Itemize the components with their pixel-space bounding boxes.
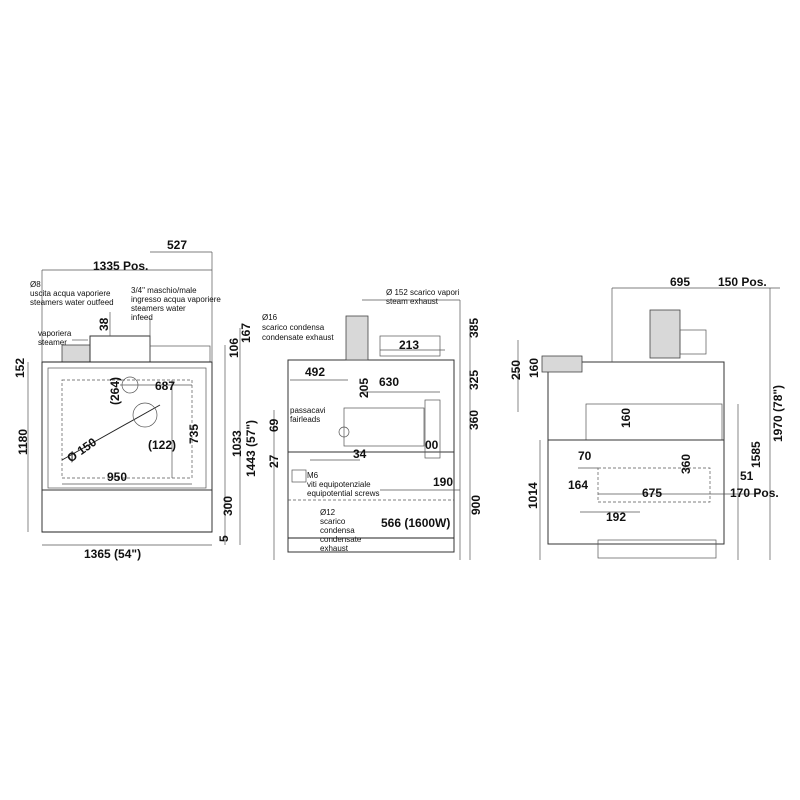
front-steamer-box [61, 344, 91, 363]
front-note-outfeed-2: uscita acqua vaporiere [30, 289, 111, 298]
side-view: 213 385 492 630 205 325 69 360 27 00 34 … [262, 288, 483, 560]
side-dim-34: 34 [353, 447, 367, 461]
front-diameter-line [61, 404, 161, 461]
front-note-outfeed-1: Ø8 [30, 280, 41, 289]
side-dim-205: 205 [357, 378, 371, 398]
rear-steamer-unit [649, 309, 681, 359]
side-note-cond-3: condensate exhaust [262, 333, 334, 342]
side-note-m6-2: viti equipotenziale [307, 480, 371, 489]
front-dim-687: 687 [155, 379, 175, 393]
side-dim-360: 360 [467, 410, 481, 430]
side-base-outline [287, 451, 455, 553]
front-oven-chamber [61, 379, 193, 479]
front-base-stand [41, 489, 213, 533]
side-note-c12-1: Ø12 [320, 508, 336, 517]
front-dim-527: 527 [167, 238, 187, 252]
rear-stand [597, 539, 717, 559]
side-dim-566: 566 (1600W) [381, 516, 450, 530]
side-fairlead-circle [338, 426, 350, 438]
rear-dim-150pos: 150 Pos. [718, 275, 767, 289]
front-dim-1443: 1443 (57") [244, 420, 258, 477]
side-note-fair-2: fairleads [290, 415, 320, 424]
rear-body-outline [547, 361, 725, 441]
rear-dim-160a: 160 [527, 358, 541, 378]
side-dim-69: 69 [267, 418, 281, 432]
front-note-infeed-4: infeed [131, 313, 153, 322]
front-dim-1365: 1365 (54") [84, 547, 141, 561]
front-body-outline [41, 361, 213, 491]
side-note-cond-1: Ø16 [262, 313, 278, 322]
side-dim-385: 385 [467, 318, 481, 338]
front-note-steamer-1: vaporiera [38, 329, 72, 338]
rear-dim-164: 164 [568, 478, 588, 492]
side-panel [424, 399, 441, 459]
front-dim-1180: 1180 [16, 429, 30, 455]
rear-dim-250: 250 [509, 360, 523, 380]
side-dim-630: 630 [379, 375, 399, 389]
rear-dim-170pos: 170 Pos. [730, 486, 779, 500]
front-note-steamer-2: steamer [38, 338, 67, 347]
front-note-infeed-1: 3/4" maschio/male [131, 286, 197, 295]
rear-dim-360: 360 [679, 454, 693, 474]
side-note-m6-1: M6 [307, 471, 319, 480]
front-dim-38: 38 [97, 317, 111, 331]
side-note-exhaust-2: steam exhaust [386, 297, 439, 306]
front-note-outfeed-3: steamers water outfeed [30, 298, 114, 307]
side-body-outline [287, 359, 455, 453]
side-dim-100: 00 [425, 438, 439, 452]
side-m6-box [291, 469, 307, 483]
side-note-m6-3: equipotential screws [307, 489, 379, 498]
front-dim-5: 5 [217, 535, 231, 542]
front-note-infeed-2: ingresso acqua vaporiere [131, 295, 221, 304]
side-note-c12-4: condensate [320, 535, 362, 544]
rear-hood [541, 355, 583, 373]
rear-base-outline [547, 439, 725, 545]
side-note-c12-5: exhaust [320, 544, 349, 553]
front-dim-152: 152 [13, 358, 27, 378]
front-note-infeed-3: steamers water [131, 304, 186, 313]
rear-dim-1014: 1014 [526, 482, 540, 509]
front-dim-106: 106 [227, 338, 241, 358]
rear-dim-160b: 160 [619, 408, 633, 428]
front-view: 527 1335 Pos. 38 106 167 152 687 (264) 7… [13, 238, 258, 561]
rear-view: 695 150 Pos. 250 160 160 70 360 51 164 6… [509, 275, 785, 560]
front-door-outline [47, 367, 207, 489]
rear-dim-1585: 1585 [749, 441, 763, 468]
side-exhaust-pipe [345, 315, 369, 361]
side-dim-27: 27 [267, 454, 281, 468]
rear-lower-chamber [597, 467, 711, 503]
side-dim-492: 492 [305, 365, 325, 379]
front-dim-1033: 1033 [230, 430, 244, 457]
side-dim-213: 213 [399, 338, 419, 352]
side-note-c12-3: condensa [320, 526, 355, 535]
side-note-exhaust-1: Ø 152 scarico vapori [386, 288, 460, 297]
rear-dim-70: 70 [578, 449, 592, 463]
front-dim-167: 167 [239, 323, 253, 343]
side-dim-190: 190 [433, 475, 453, 489]
side-dim-325: 325 [467, 370, 481, 390]
rear-dim-675: 675 [642, 486, 662, 500]
front-dim-300: 300 [221, 496, 235, 516]
side-note-c12-2: scarico [320, 517, 346, 526]
rear-dim-192: 192 [606, 510, 626, 524]
front-dim-950: 950 [107, 470, 127, 484]
front-dim-264: (264) [108, 377, 122, 405]
side-note-fair-1: passacavi [290, 406, 326, 415]
rear-dim-51: 51 [740, 469, 754, 483]
side-dim-900: 900 [469, 495, 483, 515]
side-note-cond-2: scarico condensa [262, 323, 325, 332]
front-steamer-unit [89, 335, 151, 363]
front-dim-735: 735 [187, 424, 201, 444]
rear-dim-695: 695 [670, 275, 690, 289]
front-dim-122: (122) [148, 438, 176, 452]
front-dim-1335: 1335 Pos. [93, 259, 148, 273]
rear-dim-1970: 1970 (78") [771, 385, 785, 442]
